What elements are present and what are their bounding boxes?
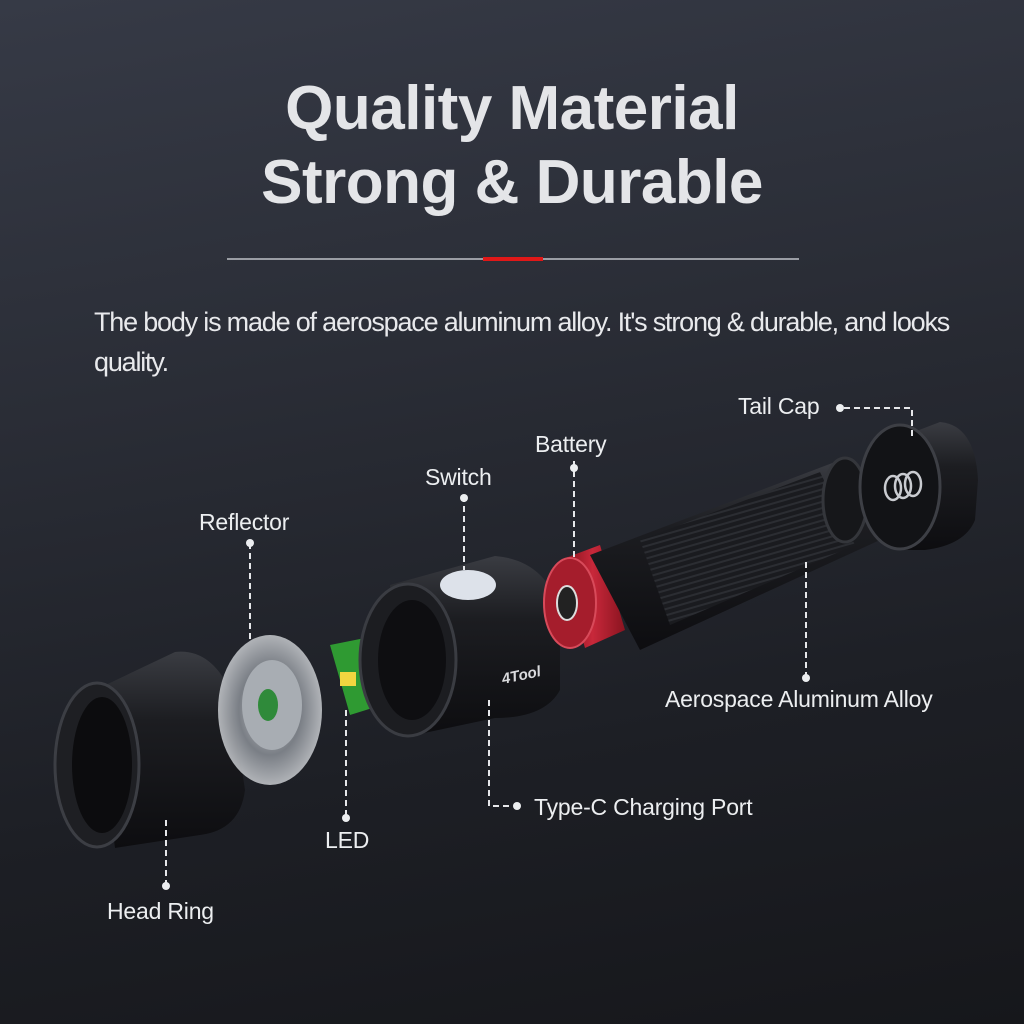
leader-dots — [162, 404, 844, 890]
title-line-1: Quality Material — [285, 74, 739, 143]
battery-part — [543, 545, 625, 649]
label-switch: Switch — [425, 464, 492, 490]
reflector-part — [218, 635, 322, 785]
title-line-2: Strong & Durable — [261, 148, 763, 217]
label-led: LED — [325, 827, 370, 853]
label-aerospace-alloy: Aerospace Aluminum Alloy — [665, 686, 933, 712]
divider-accent — [483, 257, 543, 261]
label-head-ring: Head Ring — [107, 898, 214, 924]
label-reflector: Reflector — [199, 509, 290, 535]
description: The body is made of aerospace aluminum a… — [94, 307, 950, 377]
tail-cap-part — [858, 422, 978, 551]
leader-lines — [165, 407, 913, 886]
label-battery: Battery — [535, 431, 607, 457]
label-type-c-port: Type-C Charging Port — [534, 794, 753, 820]
switch-head-part: 4Tool — [358, 556, 560, 738]
head-ring-part — [53, 651, 245, 849]
label-tail-cap: Tail Cap — [738, 393, 820, 419]
body-tube-part — [590, 456, 880, 650]
